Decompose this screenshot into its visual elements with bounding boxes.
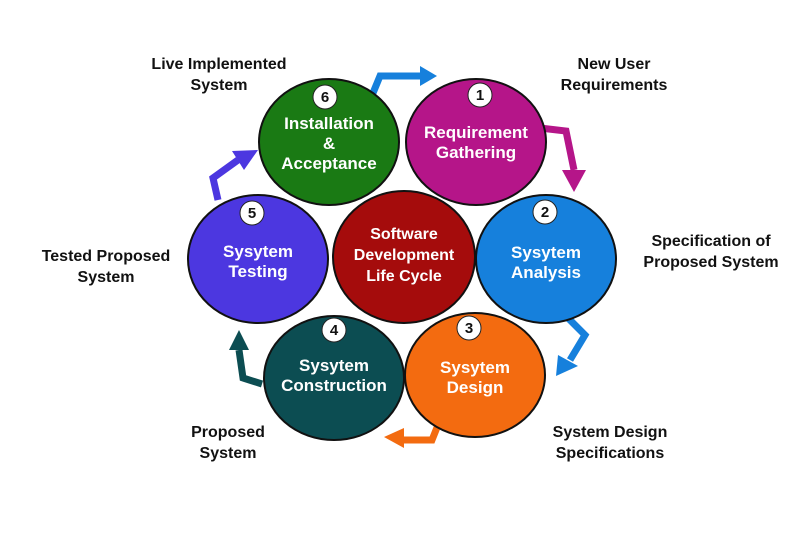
stage-circle — [404, 312, 546, 438]
flow-arrow-5 — [235, 349, 264, 388]
stage-output-label: Tested Proposed — [42, 248, 171, 265]
stage-number: 4 — [330, 322, 339, 339]
stage-title-line: Testing — [228, 262, 287, 281]
stage-number: 5 — [248, 205, 256, 222]
stage-output-label: Proposed — [191, 424, 265, 441]
flow-arrowhead-1 — [420, 66, 437, 86]
stage-number: 1 — [476, 87, 484, 104]
stage-output-label: Requirements — [561, 77, 668, 94]
stage-number-badge — [467, 82, 493, 108]
stage-title-line: Installation — [284, 114, 374, 133]
stage-number-badge — [532, 199, 558, 225]
stage-title-line: Design — [447, 378, 504, 397]
flow-arrowhead-2 — [562, 170, 586, 192]
stage-output-label: Live Implemented — [151, 56, 286, 73]
stage-number-badge — [456, 315, 482, 341]
stage-circle — [405, 78, 547, 206]
stage-title-line: Sysytem — [223, 242, 293, 261]
stage-circle — [258, 78, 400, 206]
stage-number-badge — [312, 84, 338, 110]
stage-number: 2 — [541, 204, 549, 221]
flow-arrow-6 — [209, 157, 241, 201]
stage-circle — [263, 315, 405, 441]
stage-output-label: System — [200, 445, 257, 462]
stage-title-line: Sysytem — [299, 356, 369, 375]
stage-output-label: System — [191, 77, 248, 94]
stage-title-line: Sysytem — [511, 243, 581, 262]
stage-output-label: System — [78, 269, 135, 286]
stage-title-line: Sysytem — [440, 358, 510, 377]
stage-number-badge — [321, 317, 347, 343]
stage-output-label: Proposed System — [643, 254, 778, 271]
center-title-line: Software — [370, 226, 438, 243]
stage-circle — [187, 194, 329, 324]
stage-output-label: Specifications — [556, 445, 665, 462]
flow-arrowhead-3 — [556, 355, 578, 376]
center-circle — [332, 190, 476, 324]
flow-arrowhead-4 — [384, 428, 404, 448]
stage-output-label: New User — [578, 56, 651, 73]
stage-title-line: Gathering — [436, 143, 516, 162]
stage-title-line: Requirement — [424, 123, 528, 142]
center-title-line: Life Cycle — [366, 268, 442, 285]
flow-arrow-1 — [369, 72, 420, 95]
stage-title-line: Acceptance — [281, 154, 376, 173]
stage-number: 3 — [465, 320, 473, 337]
stage-title-line: Analysis — [511, 263, 581, 282]
flow-arrow-2 — [539, 124, 578, 171]
flow-arrowhead-6 — [232, 150, 258, 170]
stage-number-badge — [239, 200, 265, 226]
stage-title-line: Construction — [281, 376, 387, 395]
stage-circle — [475, 194, 617, 324]
stage-number: 6 — [321, 89, 329, 106]
stage-output-label: System Design — [553, 424, 668, 441]
flow-arrowhead-5 — [229, 330, 249, 350]
center-title-line: Development — [354, 247, 455, 264]
stage-title-line: & — [323, 134, 335, 153]
stage-output-label: Specification of — [651, 233, 771, 250]
flow-arrow-3 — [565, 315, 590, 362]
